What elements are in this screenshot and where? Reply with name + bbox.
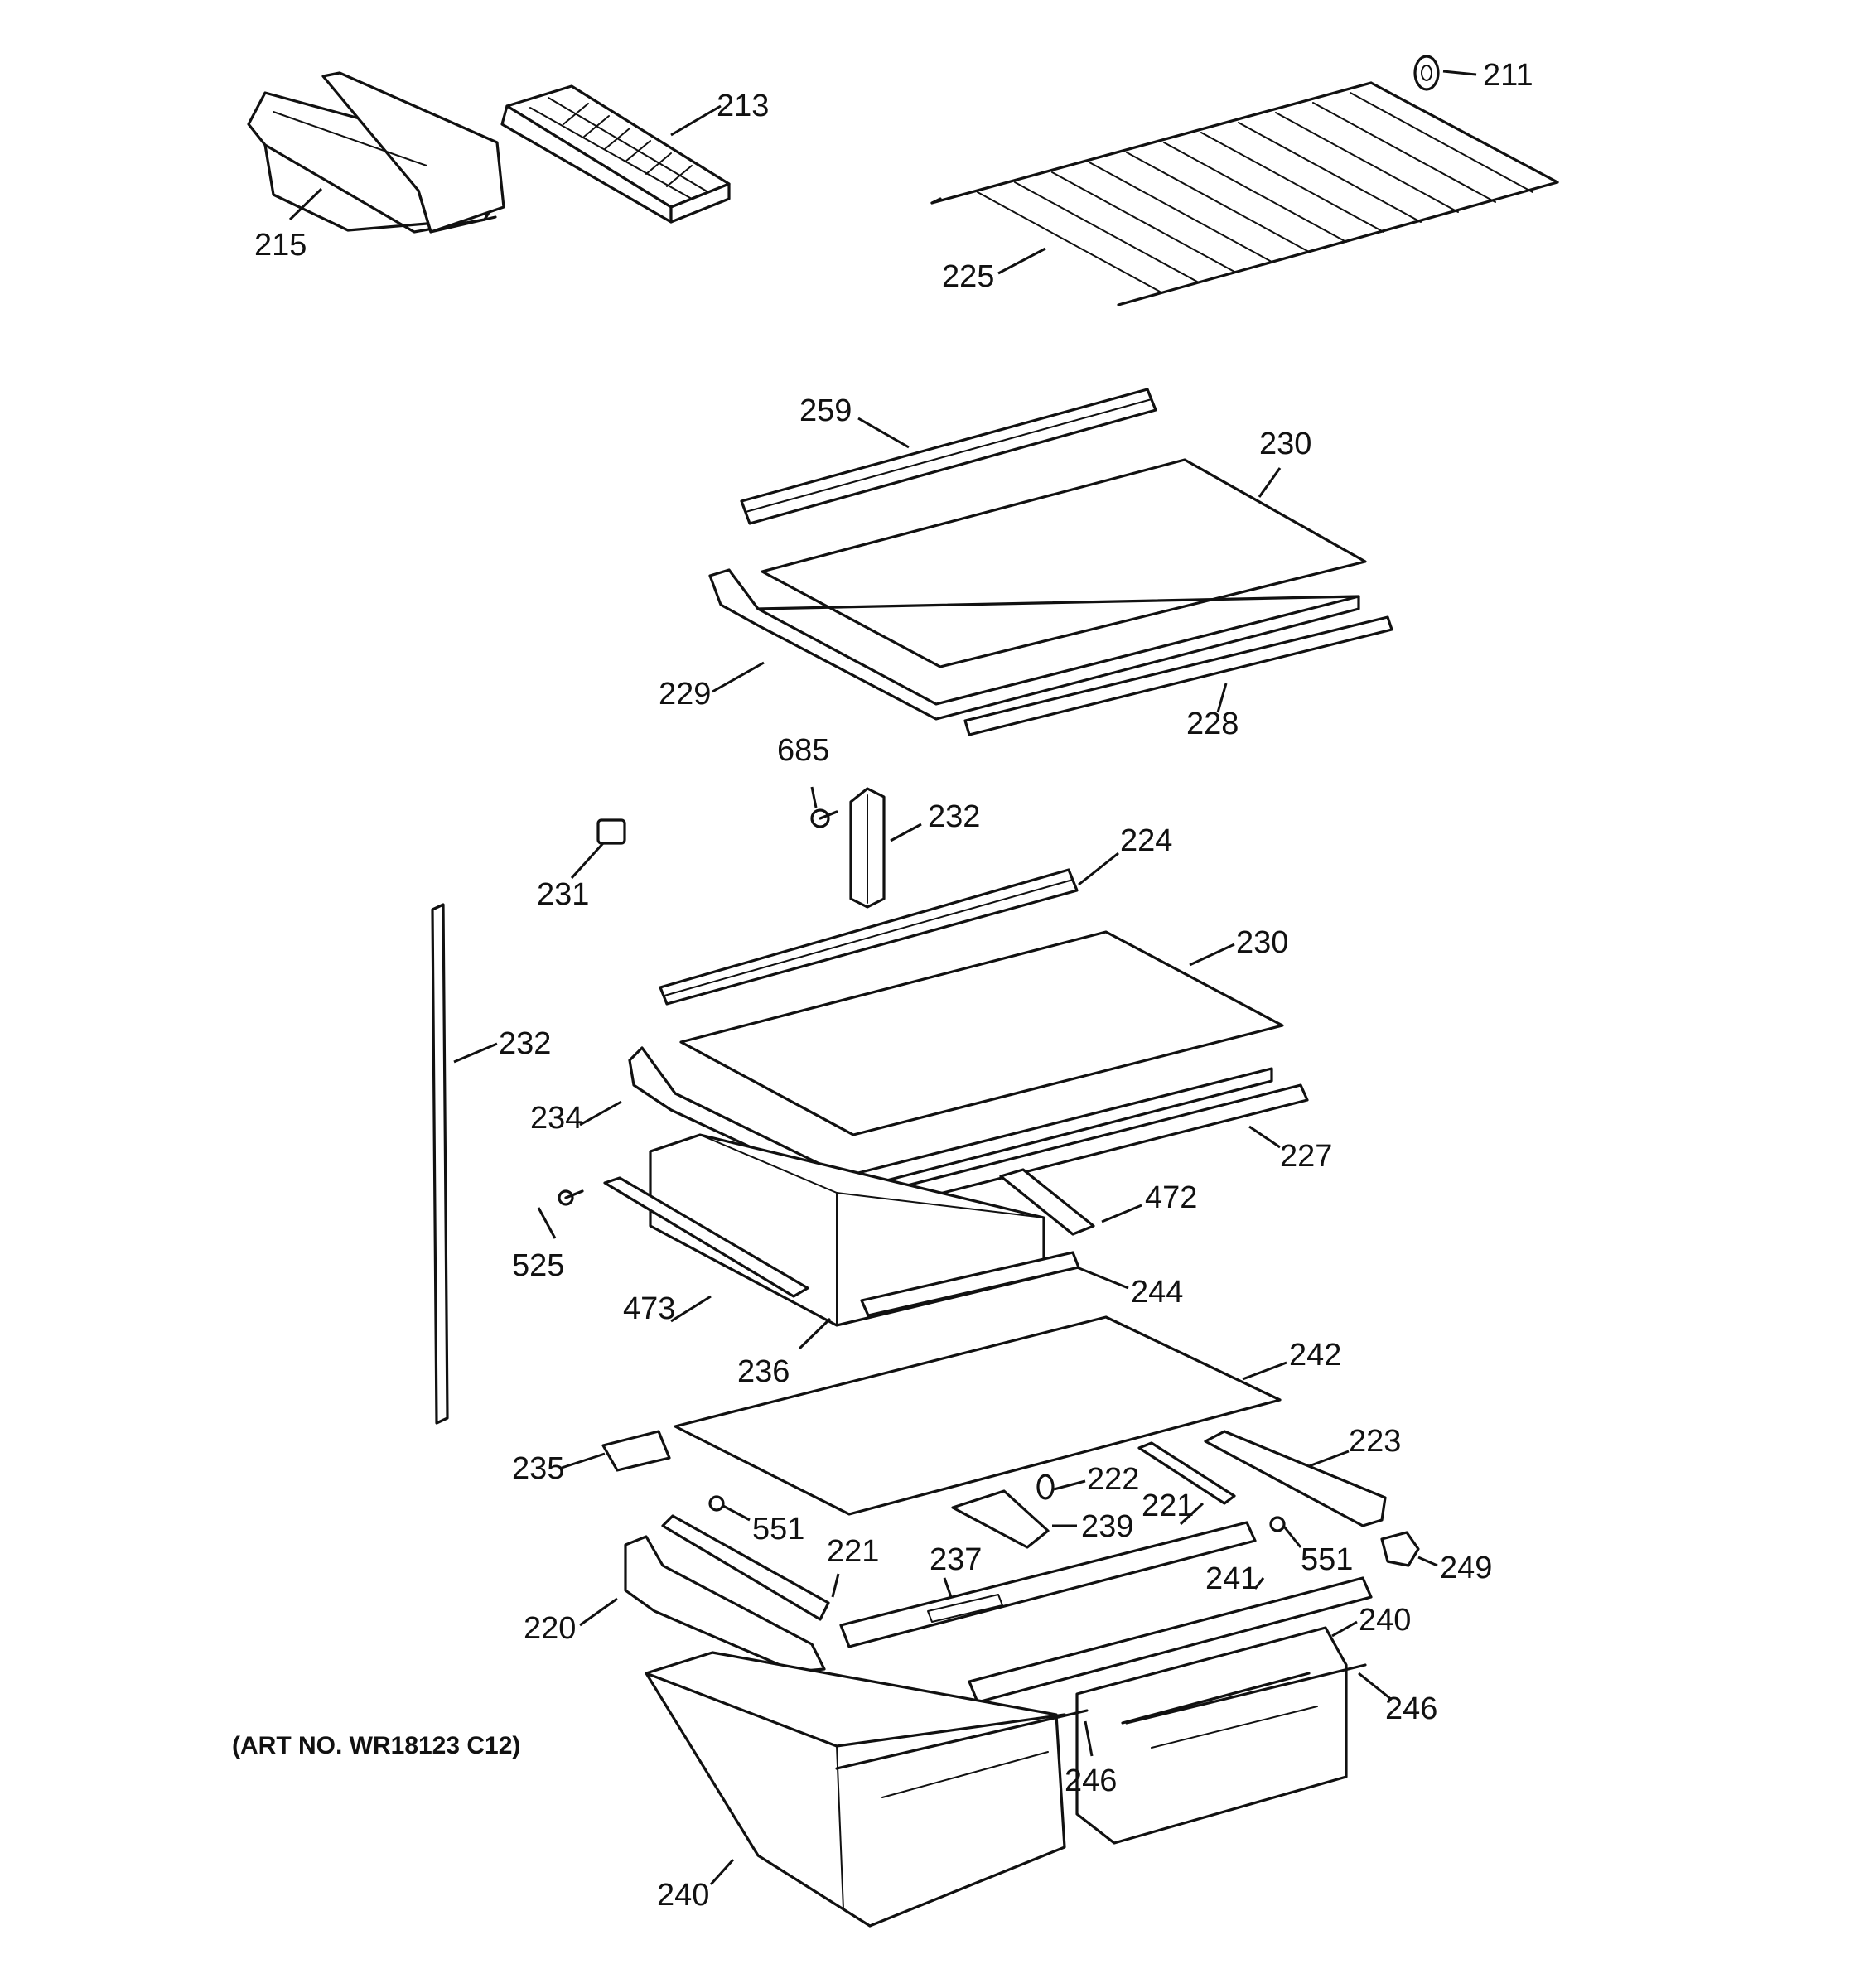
callout-240-right: 240 [1359,1603,1411,1638]
callout-229: 229 [659,677,711,712]
part-472-slide [999,1168,1095,1236]
callout-237: 237 [930,1542,982,1577]
part-242-glass-lower [674,1315,1282,1516]
callout-225: 225 [942,259,994,294]
callout-551-left: 551 [752,1512,804,1546]
callout-230-upper: 230 [1259,427,1311,461]
callout-685: 685 [777,733,829,768]
callout-215: 215 [254,228,307,263]
callout-222: 222 [1087,1462,1139,1497]
callout-221-left: 221 [827,1534,879,1569]
part-232-ladder-left [431,903,449,1425]
callout-241: 241 [1205,1561,1258,1596]
part-551-screw-right [1269,1516,1286,1532]
callout-246-right: 246 [1385,1691,1437,1726]
callout-259: 259 [799,393,852,428]
part-230-glass-middle [679,930,1284,1136]
callout-472: 472 [1145,1180,1197,1215]
callout-551-right: 551 [1301,1542,1353,1577]
part-239-bracket [951,1489,1050,1549]
part-237-front-rail [839,1521,1257,1648]
callout-labels: 211 213 215 225 259 230 229 228 685 232 … [254,58,1533,1913]
leader-lines [288,70,1477,1886]
callout-232-center: 232 [928,799,980,834]
part-215-door-bin [247,71,505,234]
art-number: (ART NO. WR18123 C12) [232,1732,520,1759]
callout-232-left: 232 [499,1026,551,1061]
callout-223: 223 [1349,1424,1401,1459]
part-246-handle-right [1125,1663,1367,1725]
callout-525: 525 [512,1248,564,1283]
callout-244: 244 [1131,1275,1183,1310]
callout-240-left: 240 [657,1878,709,1913]
part-224-trim [659,868,1079,1006]
part-213-ice-tray [500,84,731,224]
callout-213: 213 [717,89,769,123]
part-223-slide-right [1204,1430,1387,1527]
part-225-wire-shelf [930,81,1559,306]
callout-221-right: 221 [1142,1489,1194,1523]
part-240-pan-right [1075,1626,1348,1845]
part-211-clip [1413,55,1440,91]
part-685-screw [810,808,838,828]
callout-220: 220 [524,1611,576,1646]
part-221-bracket-right [1137,1441,1236,1505]
part-473-slide-left [603,1176,809,1298]
callout-473: 473 [623,1291,675,1326]
part-240-pan-left [645,1651,1066,1928]
part-231-stop [596,818,626,845]
part-220-bracket-left [624,1535,826,1673]
callout-236: 236 [737,1354,790,1389]
part-222-roller [1036,1474,1055,1500]
callout-249: 249 [1440,1551,1492,1585]
part-249-hinge [1380,1531,1420,1567]
callout-235: 235 [512,1451,564,1486]
callout-246-left: 246 [1065,1764,1117,1798]
part-232-ladder-center [849,787,886,909]
callout-231: 231 [537,877,589,912]
part-230-glass-upper [761,458,1367,668]
callout-224: 224 [1120,823,1172,858]
part-229-frame-upper [708,568,1360,721]
callout-227: 227 [1280,1139,1332,1174]
part-551-screw-left [708,1495,725,1512]
part-235-bracket [601,1430,671,1472]
part-241-rail [968,1576,1373,1704]
part-246-handle-left [835,1709,1089,1770]
part-525-screw [558,1189,584,1206]
callout-239: 239 [1081,1509,1133,1544]
callout-242: 242 [1289,1338,1341,1373]
callout-230-middle: 230 [1236,925,1288,960]
part-259-trim [740,388,1157,525]
part-221-rail-left [661,1514,830,1621]
callout-228: 228 [1186,707,1239,741]
callout-234: 234 [530,1101,582,1136]
part-228-rail-upper [963,615,1393,736]
part-234-frame-middle [628,1046,1273,1193]
callout-211: 211 [1483,58,1533,93]
